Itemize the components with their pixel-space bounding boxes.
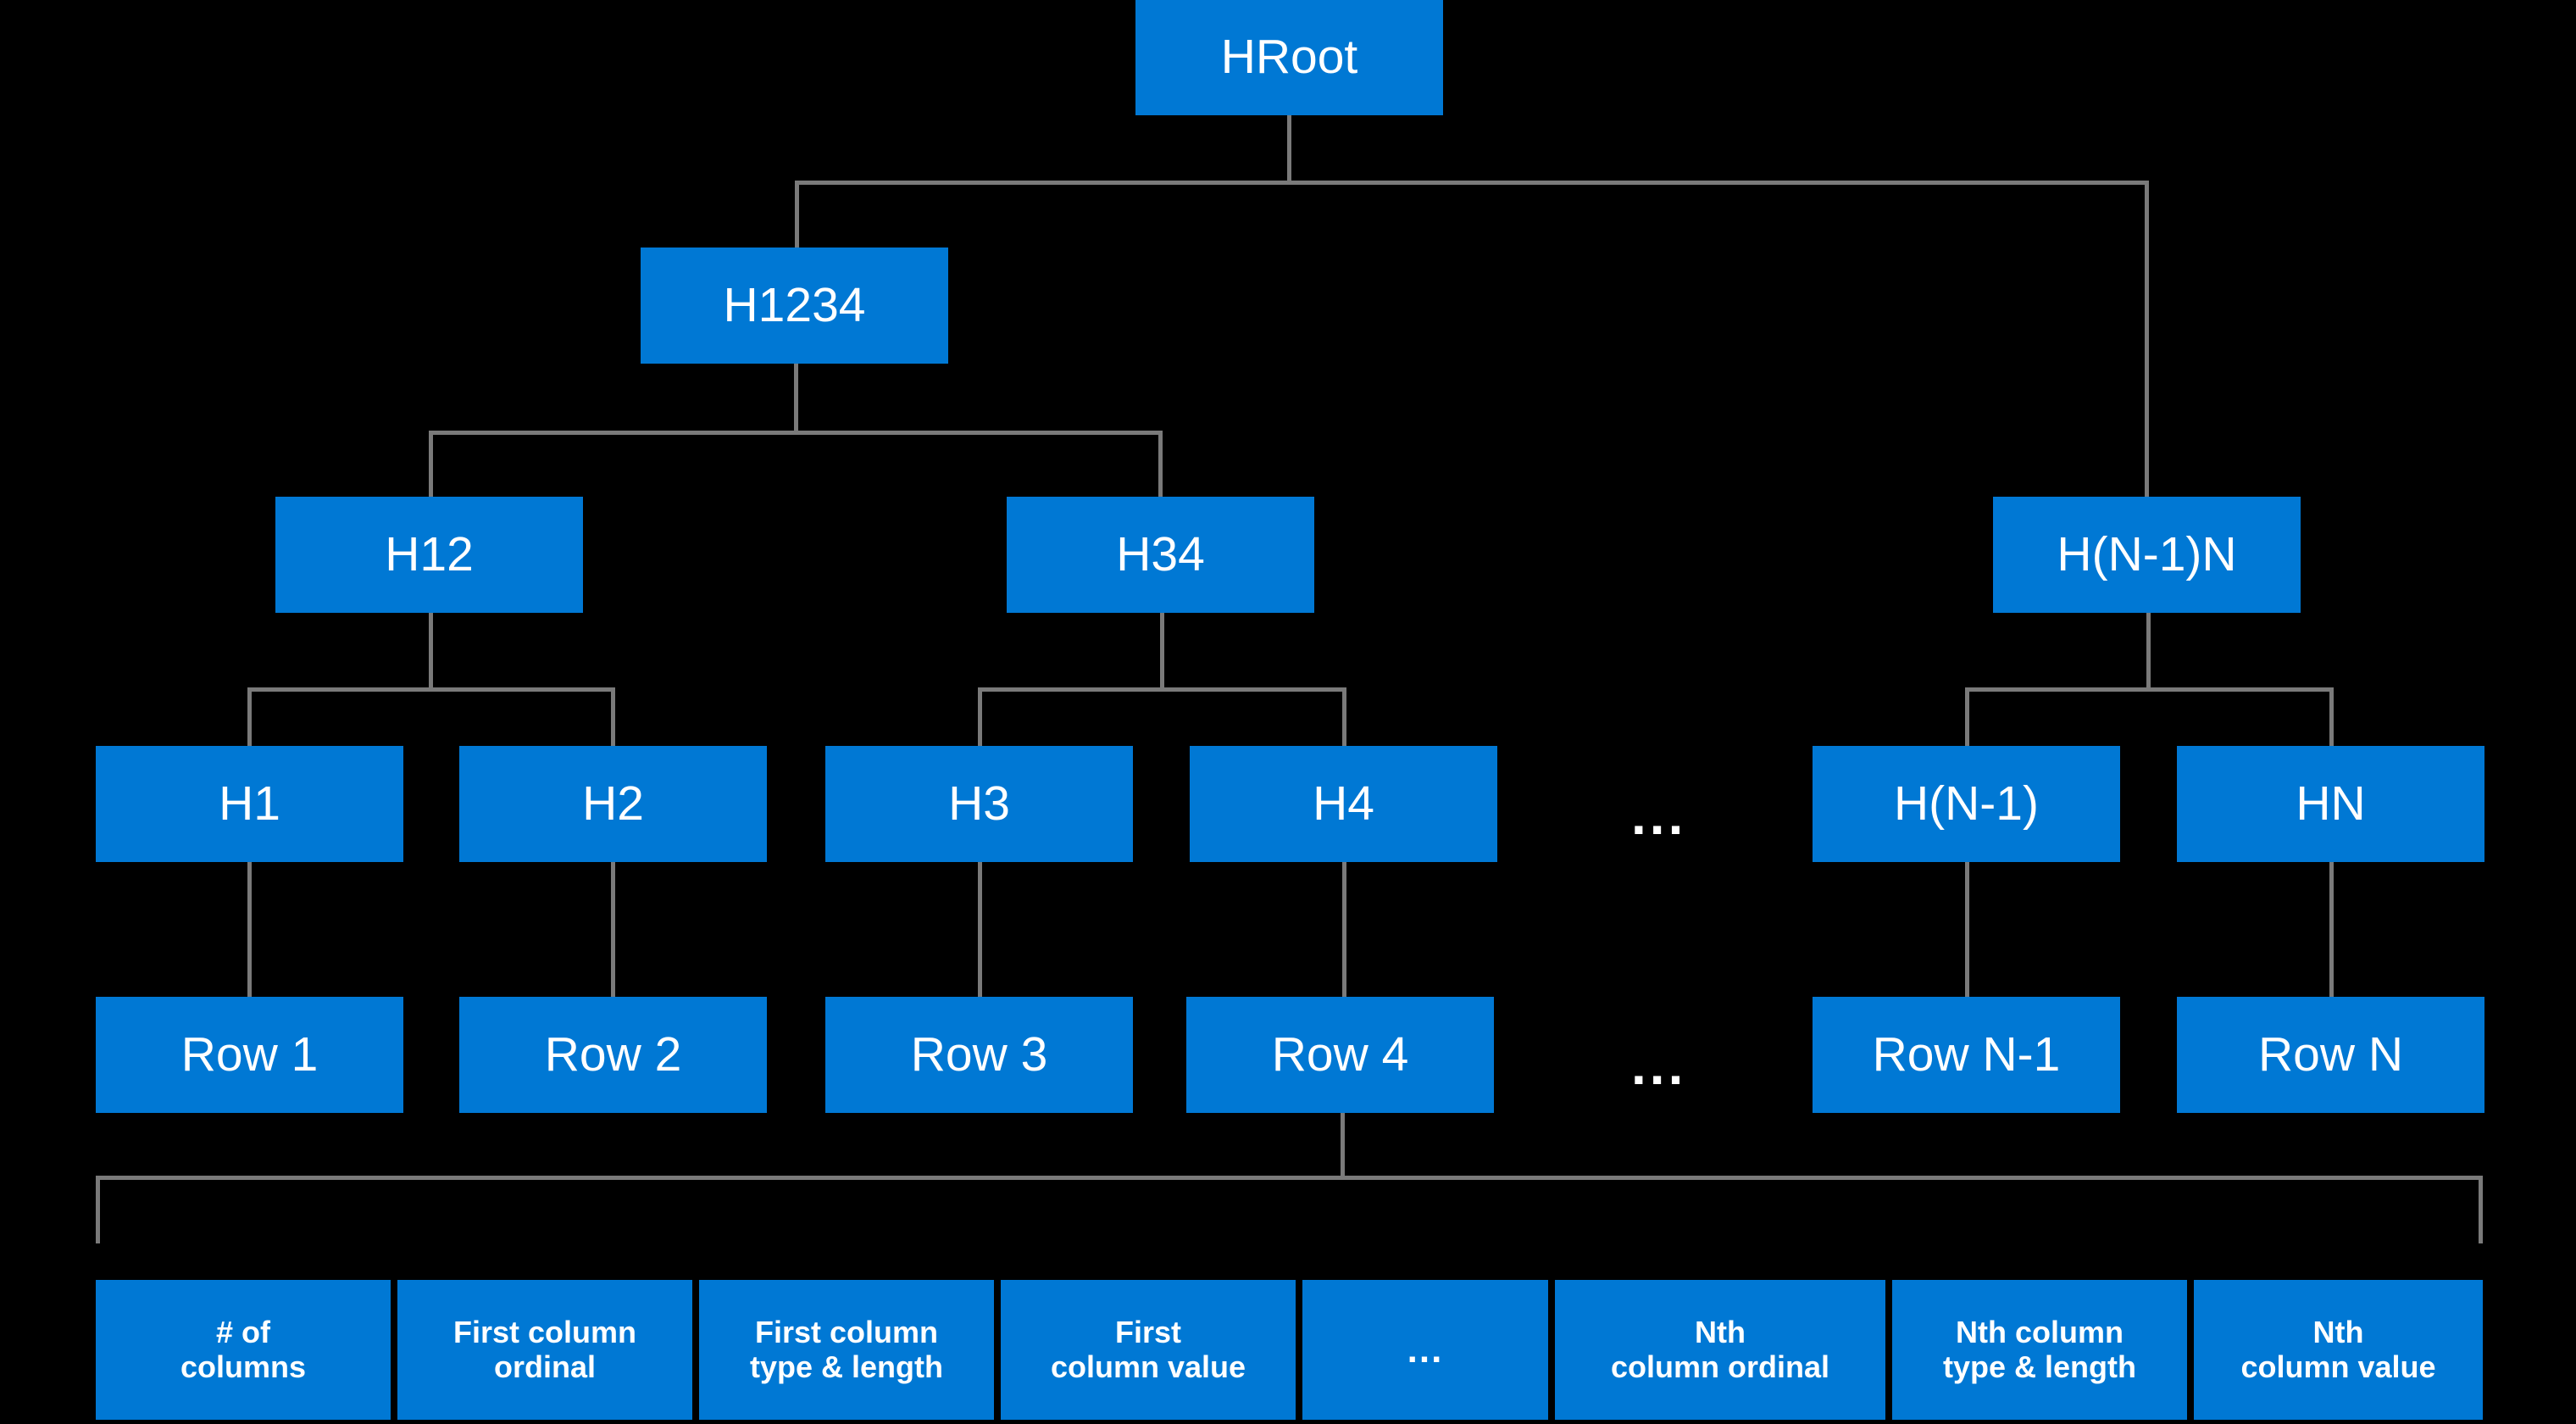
node-hn[interactable]: HN xyxy=(2177,746,2484,862)
connector-h12-bus xyxy=(247,687,615,692)
node-h34[interactable]: H34 xyxy=(1007,497,1314,613)
node-h4[interactable]: H4 xyxy=(1190,746,1497,862)
connector-h12-to-h1 xyxy=(247,687,252,748)
connector-hn1n-stem xyxy=(2146,613,2151,689)
connector-h3-to-row3 xyxy=(978,862,982,998)
connector-columns-bus xyxy=(96,1176,2483,1180)
connector-root-stem xyxy=(1287,114,1291,184)
node-hn-minus-1[interactable]: H(N-1) xyxy=(1813,746,2120,862)
connector-hn1-to-rown1 xyxy=(1965,862,1969,998)
connector-root-to-h1234 xyxy=(795,181,799,248)
column-cell-ellipsis: ... xyxy=(1302,1280,1548,1420)
connector-root-to-hn1n xyxy=(2145,181,2149,499)
connector-h2-to-row2 xyxy=(611,862,615,998)
node-row-3[interactable]: Row 3 xyxy=(825,997,1133,1113)
connector-root-bus xyxy=(795,181,2149,185)
connector-h1234-stem xyxy=(794,364,798,434)
row-ellipsis: ... xyxy=(1631,1035,1687,1096)
connector-columns-right-drop xyxy=(2479,1176,2483,1243)
node-row-n-minus-1[interactable]: Row N-1 xyxy=(1813,997,2120,1113)
connector-hn1n-bus xyxy=(1965,687,2334,692)
node-h3[interactable]: H3 xyxy=(825,746,1133,862)
connector-h34-to-h3 xyxy=(978,687,982,748)
connector-h4-to-row4 xyxy=(1342,862,1346,998)
node-row-4[interactable]: Row 4 xyxy=(1186,997,1494,1113)
connector-hn1n-to-hn1 xyxy=(1965,687,1969,748)
node-hroot[interactable]: HRoot xyxy=(1135,0,1443,115)
connector-h34-stem xyxy=(1160,613,1164,689)
node-h2[interactable]: H2 xyxy=(459,746,767,862)
hash-row-ellipsis: ... xyxy=(1631,785,1687,846)
connector-columns-left-drop xyxy=(96,1176,100,1243)
connector-h1-to-row1 xyxy=(247,862,252,998)
connector-h34-to-h4 xyxy=(1342,687,1346,748)
connector-h1234-to-h12 xyxy=(429,431,433,498)
node-h12[interactable]: H12 xyxy=(275,497,583,613)
connector-h34-bus xyxy=(978,687,1346,692)
node-h1[interactable]: H1 xyxy=(96,746,403,862)
connector-h12-stem xyxy=(429,613,433,689)
node-row-n[interactable]: Row N xyxy=(2177,997,2484,1113)
connector-hn1n-to-hn xyxy=(2329,687,2334,748)
node-hn1n[interactable]: H(N-1)N xyxy=(1993,497,2301,613)
connector-h12-to-h2 xyxy=(611,687,615,748)
connector-h1234-to-h34 xyxy=(1158,431,1163,498)
node-h1234[interactable]: H1234 xyxy=(641,248,948,364)
connector-hn-to-rown xyxy=(2329,862,2334,998)
node-row-2[interactable]: Row 2 xyxy=(459,997,767,1113)
connector-row4-stem xyxy=(1341,1113,1345,1179)
connector-h1234-bus xyxy=(429,431,1163,435)
node-row-1[interactable]: Row 1 xyxy=(96,997,403,1113)
